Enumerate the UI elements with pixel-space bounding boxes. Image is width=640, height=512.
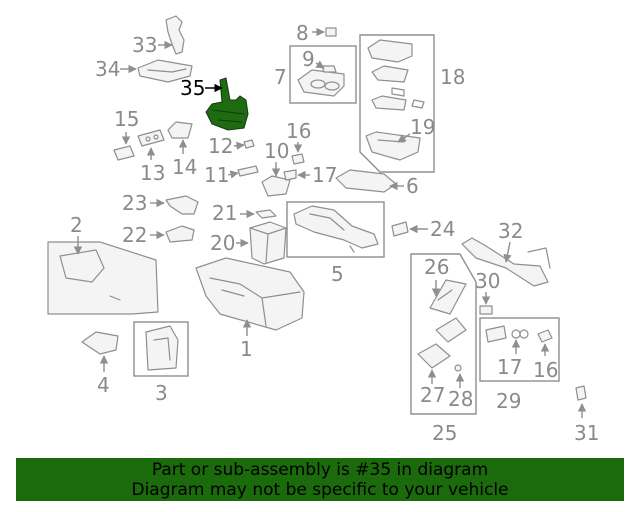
part-6-armrest-lid — [335, 169, 397, 193]
leader-9 — [315, 60, 325, 69]
part-1-console-base — [195, 257, 305, 331]
part-12-clip — [243, 139, 255, 149]
part-30-clip — [479, 305, 493, 315]
part-2-side-panel — [47, 241, 159, 315]
part-16-clip — [291, 153, 305, 165]
part-5-console-top — [293, 205, 379, 253]
callout-18[interactable]: 18 — [440, 65, 465, 89]
part-3-panel — [145, 325, 179, 371]
callout-4[interactable]: 4 — [97, 373, 110, 397]
callout-13[interactable]: 13 — [140, 161, 165, 185]
info-banner: Part or sub-assembly is #35 in diagram D… — [16, 458, 624, 501]
callout-1[interactable]: 1 — [240, 337, 253, 361]
group-box-18 — [359, 34, 435, 173]
callout-29[interactable]: 29 — [496, 389, 521, 413]
part-26-bezel — [429, 279, 467, 315]
part-25-trim — [435, 317, 467, 343]
callout-5[interactable]: 5 — [331, 262, 344, 286]
callout-2[interactable]: 2 — [70, 213, 83, 237]
callout-34[interactable]: 34 — [95, 57, 120, 81]
callout-15[interactable]: 15 — [114, 107, 139, 131]
part-20-bin — [249, 221, 287, 265]
part-35-shifter-assembly-highlighted[interactable] — [205, 77, 249, 131]
part-34-shift-boot — [137, 59, 193, 83]
part-13-switch-panel — [137, 129, 165, 147]
callout-26[interactable]: 26 — [424, 255, 449, 279]
leader-12 — [233, 141, 245, 150]
leader-11 — [227, 170, 239, 179]
callout-35[interactable]: 35 — [180, 76, 205, 100]
callout-32[interactable]: 32 — [498, 219, 523, 243]
group-box-29 — [479, 317, 560, 382]
callout-8[interactable]: 8 — [296, 21, 309, 45]
banner-line-1: Part or sub-assembly is #35 in diagram — [151, 460, 489, 480]
callout-27[interactable]: 27 — [420, 383, 445, 407]
callout-21[interactable]: 21 — [212, 201, 237, 225]
callout-23[interactable]: 23 — [122, 191, 147, 215]
callout-16-lower[interactable]: 16 — [533, 358, 558, 382]
group-box-7 — [289, 45, 357, 104]
callout-25[interactable]: 25 — [432, 421, 457, 445]
part-17-clip — [283, 169, 297, 181]
part-4-bracket — [81, 331, 119, 355]
group-box-25 — [410, 253, 477, 415]
part-22-pocket — [165, 225, 195, 243]
callout-16-upper[interactable]: 16 — [286, 119, 311, 143]
leader-32 — [503, 241, 512, 263]
part-15-switch — [113, 145, 135, 161]
part-27-plate — [417, 343, 451, 369]
callout-10[interactable]: 10 — [264, 139, 289, 163]
part-11-clip — [237, 165, 259, 177]
callout-28[interactable]: 28 — [448, 387, 473, 411]
part-24-bezel — [391, 221, 409, 237]
callout-7[interactable]: 7 — [274, 65, 287, 89]
callout-22[interactable]: 22 — [122, 223, 147, 247]
group-box-5 — [286, 201, 385, 258]
callout-31[interactable]: 31 — [574, 421, 599, 445]
part-29-switch-group — [485, 325, 553, 343]
part-33-shift-knob — [165, 15, 185, 55]
part-8-clip — [325, 27, 337, 37]
callout-9[interactable]: 9 — [302, 47, 315, 71]
callout-19[interactable]: 19 — [410, 115, 435, 139]
callout-17-upper[interactable]: 17 — [312, 163, 337, 187]
part-9-cup-holder — [297, 65, 345, 97]
group-box-3 — [133, 321, 189, 377]
callout-17-lower[interactable]: 17 — [497, 355, 522, 379]
callout-14[interactable]: 14 — [172, 155, 197, 179]
callout-6[interactable]: 6 — [406, 174, 419, 198]
part-10-bracket — [261, 175, 291, 197]
callout-24[interactable]: 24 — [430, 217, 455, 241]
callout-12[interactable]: 12 — [208, 134, 233, 158]
callout-33[interactable]: 33 — [132, 33, 157, 57]
banner-line-2: Diagram may not be specific to your vehi… — [131, 480, 509, 500]
part-28-screw — [454, 364, 462, 372]
part-21-strip — [255, 209, 277, 219]
callout-11[interactable]: 11 — [204, 163, 229, 187]
part-18-armrest-components — [365, 39, 425, 161]
part-14-bezel — [167, 121, 193, 139]
callout-3[interactable]: 3 — [155, 381, 168, 405]
leader-19 — [397, 133, 411, 143]
callout-30[interactable]: 30 — [475, 269, 500, 293]
part-31-clip — [575, 385, 587, 401]
callout-20[interactable]: 20 — [210, 231, 235, 255]
part-23-trim — [165, 195, 199, 215]
